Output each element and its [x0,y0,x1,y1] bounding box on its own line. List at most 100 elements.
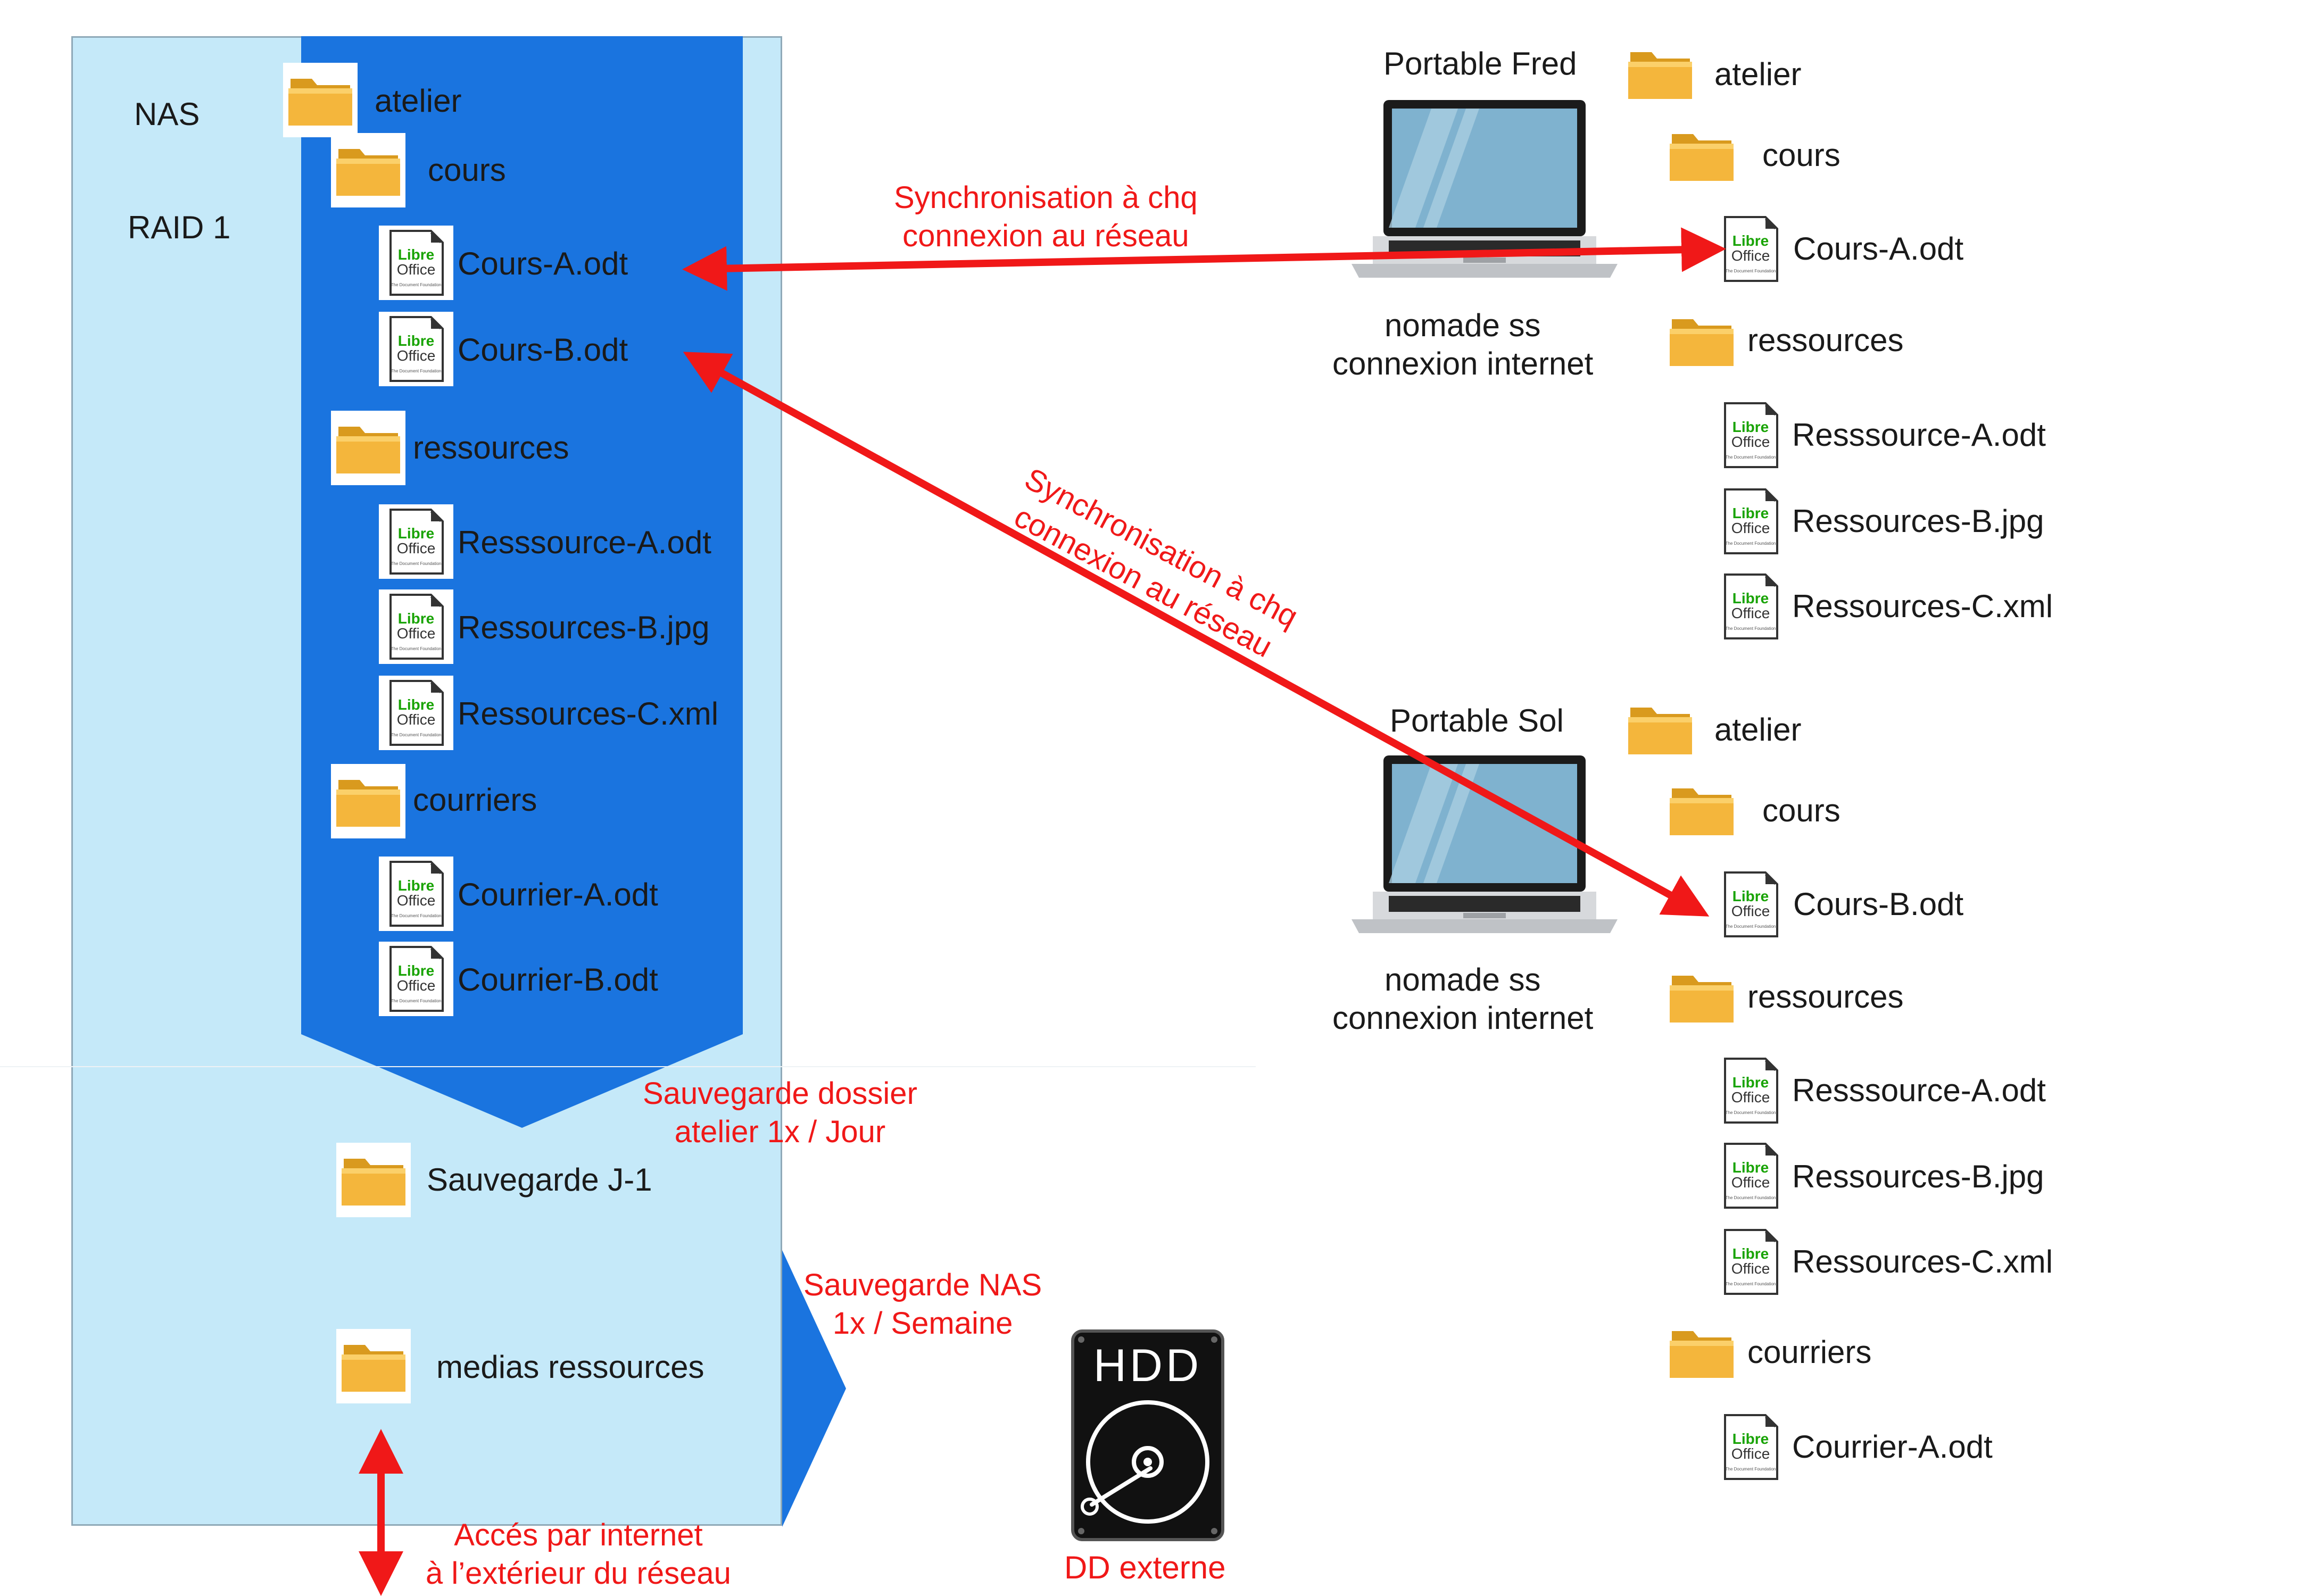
folder-icon [331,133,405,207]
fred-folder-cours[interactable]: cours [1762,137,1841,173]
media-folder[interactable]: medias ressources [436,1349,704,1385]
sol-file-ressources-c[interactable]: Ressources-C.xml [1792,1244,2053,1279]
folder-icon [336,1143,411,1217]
nas-file-ressource-a[interactable]: Resssource-A.odt [458,525,711,560]
svg-text:Libre: Libre [1732,1431,1769,1447]
svg-text:Office: Office [397,977,436,994]
sol-file-ressource-a[interactable]: Resssource-A.odt [1792,1073,2046,1108]
fred-file-ressources-c[interactable]: Ressources-C.xml [1792,588,2053,624]
nas-file-ressources-b[interactable]: Ressources-B.jpg [458,610,710,645]
sol-file-cours-b[interactable]: Cours-B.odt [1793,886,1964,922]
folder-icon [283,63,358,137]
nas-file-cours-a[interactable]: Cours-A.odt [458,246,628,281]
folder-icon [1623,692,1697,766]
folder-icon [336,1329,411,1403]
libreoffice-file-icon: Libre Office The Document Foundation [379,942,453,1016]
sol-folder-courriers[interactable]: courriers [1747,1334,1872,1370]
svg-text:Libre: Libre [398,962,434,979]
svg-text:Office: Office [1731,247,1770,264]
nas-label: NAS [134,96,200,132]
divider-line [0,1066,1256,1067]
svg-text:Libre: Libre [1732,888,1769,904]
folder-icon [1664,118,1739,193]
sol-folder-cours[interactable]: cours [1762,793,1841,828]
svg-text:Office: Office [397,711,436,728]
fred-file-cours-a[interactable]: Cours-A.odt [1793,231,1964,267]
nas-file-ressources-c[interactable]: Ressources-C.xml [458,696,719,732]
svg-text:Libre: Libre [398,246,434,263]
svg-text:The Document Foundation: The Document Foundation [391,999,442,1003]
fred-folder-ressources[interactable]: ressources [1747,322,1904,358]
svg-text:Libre: Libre [1732,590,1769,606]
internet-access-annotation: Accés par internet à l’extérieur du rése… [426,1518,731,1591]
svg-text:Office: Office [397,892,436,909]
svg-text:The Document Foundation: The Document Foundation [391,282,442,287]
weekly-backup-annotation: Sauvegarde NAS 1x / Semaine [803,1268,1042,1341]
svg-text:Office: Office [1731,434,1770,450]
backup-folder[interactable]: Sauvegarde J-1 [427,1162,652,1198]
svg-text:Libre: Libre [398,525,434,542]
libreoffice-file-icon: Libre Office The Document Foundation [379,676,453,750]
libreoffice-file-icon: Libre Office The Document Foundation [1713,212,1788,286]
libreoffice-file-icon: Libre Office The Document Foundation [1713,1225,1788,1299]
laptop-sol-title: Portable Sol [1390,703,1564,738]
nas-folder-ressources[interactable]: ressources [413,430,569,466]
sol-folder-ressources[interactable]: ressources [1747,979,1904,1015]
laptop-sol-caption-1: nomade ss [1385,962,1541,998]
sol-root-folder[interactable]: atelier [1714,712,1802,747]
svg-text:The Document Foundation: The Document Foundation [391,733,442,737]
svg-text:Libre: Libre [398,332,434,349]
svg-text:Libre: Libre [1732,1159,1769,1176]
libreoffice-file-icon: Libre Office The Document Foundation [379,312,453,386]
svg-text:Office: Office [1731,520,1770,536]
svg-text:The Document Foundation: The Document Foundation [1726,1195,1776,1200]
nas-folder-courriers[interactable]: courriers [413,782,537,818]
svg-text:Libre: Libre [1732,1245,1769,1262]
laptop-icon [1352,100,1618,278]
svg-text:Office: Office [397,261,436,278]
svg-text:Libre: Libre [398,877,434,894]
libreoffice-file-icon: Libre Office The Document Foundation [379,504,453,579]
svg-text:Libre: Libre [1732,1074,1769,1091]
fred-file-ressource-a[interactable]: Resssource-A.odt [1792,417,2046,453]
svg-text:Office: Office [1731,605,1770,621]
libreoffice-file-icon: Libre Office The Document Foundation [1713,398,1788,472]
fred-file-ressources-b[interactable]: Ressources-B.jpg [1792,503,2044,539]
svg-text:Office: Office [397,347,436,364]
libreoffice-file-icon: Libre Office The Document Foundation [379,589,453,664]
svg-text:Libre: Libre [398,696,434,713]
svg-text:The Document Foundation: The Document Foundation [391,646,442,651]
nas-file-courrier-a[interactable]: Courrier-A.odt [458,877,658,912]
svg-text:The Document Foundation: The Document Foundation [1726,1467,1776,1472]
weekly-backup-chevron [782,1250,846,1527]
svg-text:Office: Office [397,625,436,642]
laptop-fred-caption-2: connexion internet [1332,346,1594,381]
svg-text:Office: Office [1731,903,1770,919]
svg-text:The Document Foundation: The Document Foundation [1726,455,1776,460]
libreoffice-file-icon: Libre Office The Document Foundation [379,226,453,300]
nas-root-folder[interactable]: atelier [375,83,462,119]
nas-folder-cours[interactable]: cours [428,152,506,188]
folder-icon [331,764,405,838]
libreoffice-file-icon: Libre Office The Document Foundation [1713,484,1788,559]
hard-drive-icon: HDD [1071,1329,1224,1541]
svg-text:Office: Office [1731,1174,1770,1191]
laptop-fred-caption-1: nomade ss [1385,307,1541,343]
folder-icon [1664,1315,1739,1390]
svg-text:The Document Foundation: The Document Foundation [1726,626,1776,631]
libreoffice-file-icon: Libre Office The Document Foundation [1713,569,1788,644]
svg-text:The Document Foundation: The Document Foundation [1726,1110,1776,1115]
nas-file-cours-b[interactable]: Cours-B.odt [458,332,628,368]
svg-text:Libre: Libre [1732,419,1769,435]
libreoffice-file-icon: Libre Office The Document Foundation [1713,1138,1788,1213]
nas-file-courrier-b[interactable]: Courrier-B.odt [458,962,658,998]
svg-text:Libre: Libre [398,610,434,627]
svg-text:The Document Foundation: The Document Foundation [1726,269,1776,273]
sol-file-ressources-b[interactable]: Ressources-B.jpg [1792,1159,2044,1194]
sol-file-courrier-a[interactable]: Courrier-A.odt [1792,1429,1993,1465]
fred-root-folder[interactable]: atelier [1714,56,1802,92]
svg-text:The Document Foundation: The Document Foundation [391,369,442,373]
folder-icon [1623,36,1697,111]
raid-label: RAID 1 [128,210,231,245]
svg-text:Office: Office [1731,1445,1770,1462]
